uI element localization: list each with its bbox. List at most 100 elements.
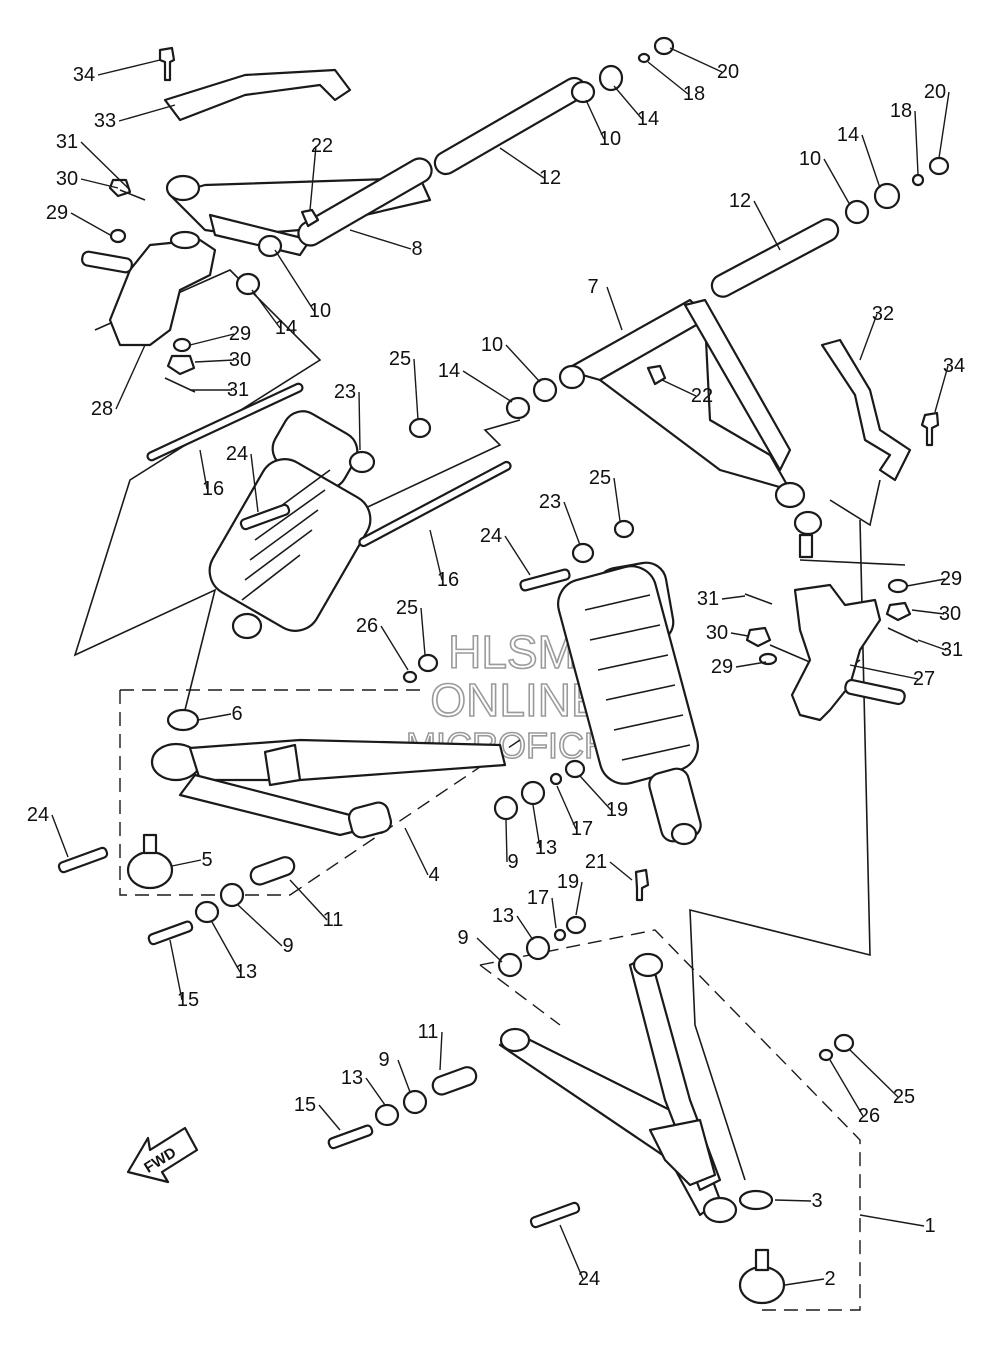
upper-left-arm-lower-link <box>208 213 312 257</box>
ball-joint-5 <box>126 850 174 890</box>
callout-leader-8 <box>349 229 412 250</box>
callout-label-16: 16 <box>202 478 224 500</box>
bushing-10a <box>570 80 596 104</box>
callout-leader-23 <box>563 501 581 546</box>
callout-leader-18 <box>914 110 919 175</box>
arm1-shock-mount <box>648 1118 717 1187</box>
callout-label-15: 15 <box>294 1094 316 1116</box>
bushing-10c <box>844 199 870 225</box>
callout-label-14: 14 <box>837 124 859 146</box>
callout-leader-31 <box>721 595 746 600</box>
front-shock-right <box>519 519 702 846</box>
nut-19a <box>564 759 586 779</box>
nut-20b <box>928 156 950 176</box>
collar-11a <box>249 856 296 886</box>
upper-right-arm-rear-tube <box>683 298 792 472</box>
callout-label-13: 13 <box>535 837 557 859</box>
callout-label-14: 14 <box>275 317 297 339</box>
callout-label-10: 10 <box>799 148 821 170</box>
arm1-hardware <box>327 915 587 1150</box>
upper-left-a-arm <box>165 157 433 257</box>
seal-14c <box>873 182 901 210</box>
arm1-front-bushing-boss <box>499 1027 531 1053</box>
callout-label-26: 26 <box>858 1105 880 1127</box>
callout-label-19: 19 <box>606 799 628 821</box>
callout-label-34: 34 <box>73 64 95 86</box>
callout-label-30: 30 <box>706 622 728 644</box>
callout-leader-24 <box>51 814 69 858</box>
washer-26a <box>402 670 418 684</box>
callout-label-8: 8 <box>411 238 422 260</box>
callout-label-20: 20 <box>924 81 946 103</box>
callout-labels: 3433313029221281014293031282018141020181… <box>27 61 965 1290</box>
left-spindle <box>81 250 133 274</box>
upper-left-ball-joint <box>165 174 201 202</box>
nut-19b <box>565 915 587 935</box>
callout-leader-30 <box>194 359 235 363</box>
callout-leaders <box>51 47 950 1286</box>
callout-label-28: 28 <box>91 398 113 420</box>
bolt-34a <box>158 46 176 82</box>
shock-right-upper-eye <box>571 542 595 564</box>
cotter-pins-right <box>744 593 919 643</box>
callout-leader-4 <box>404 827 429 876</box>
left-steering-knuckle <box>81 178 217 393</box>
callout-leader-13 <box>211 921 241 973</box>
callout-label-9: 9 <box>507 851 518 873</box>
callout-label-30: 30 <box>939 603 961 625</box>
callout-leader-30 <box>730 632 749 637</box>
callout-label-29: 29 <box>229 323 251 345</box>
callout-label-13: 13 <box>235 961 257 983</box>
seal-13a <box>520 780 546 806</box>
callout-leader-18 <box>647 61 689 95</box>
callout-leader-31 <box>80 141 131 191</box>
washer-29b <box>172 337 192 353</box>
arm4-rear-bushing-boss <box>347 801 393 839</box>
shock-left-coils <box>241 469 331 601</box>
arm1-ball-joint-boss <box>702 1196 738 1224</box>
arm4-front-tube <box>188 738 507 782</box>
callout-label-27: 27 <box>913 668 935 690</box>
bolt-24c <box>57 846 109 874</box>
callout-leader-10 <box>585 99 605 140</box>
lower-a-arm-assembly-1 <box>498 868 855 1305</box>
bushing-9b <box>219 882 245 908</box>
front-shock-left <box>208 410 432 640</box>
callout-label-6: 6 <box>231 703 242 725</box>
callout-leader-20 <box>938 91 950 159</box>
callout-leader-6 <box>197 713 232 721</box>
callout-label-11: 11 <box>418 1021 439 1043</box>
seal-13d <box>374 1103 400 1127</box>
washer-17b <box>553 928 567 942</box>
callout-label-29: 29 <box>940 568 962 590</box>
callout-leader-14 <box>462 370 513 403</box>
callout-leader-29 <box>70 212 113 237</box>
callout-leader-10 <box>823 158 851 206</box>
callout-label-25: 25 <box>893 1086 915 1108</box>
callout-label-14: 14 <box>637 108 659 130</box>
callout-leader-14 <box>251 289 281 329</box>
washer-18a <box>637 52 651 64</box>
grease-fitting-21 <box>634 868 650 902</box>
callout-label-31: 31 <box>56 131 78 153</box>
callout-leader-23 <box>358 391 361 451</box>
pivot-shaft-upper-left <box>433 76 587 176</box>
callout-leader-10 <box>274 249 315 312</box>
ball-joint-2 <box>738 1265 786 1305</box>
callout-label-24: 24 <box>480 525 502 547</box>
callout-leader-16 <box>429 529 443 581</box>
callout-leader-12 <box>753 200 781 251</box>
bolt-15b <box>327 1124 374 1150</box>
nut-25d <box>833 1033 855 1053</box>
callout-leader-29 <box>189 333 235 346</box>
seal-13b <box>194 900 220 924</box>
lower-arm-box-edge <box>479 964 561 1026</box>
seal-14d <box>505 396 531 420</box>
callout-leader-11 <box>289 879 328 921</box>
callout-label-24: 24 <box>578 1268 600 1290</box>
callout-label-30: 30 <box>56 168 78 190</box>
callout-label-31: 31 <box>227 379 249 401</box>
washer-29c <box>887 578 909 594</box>
ball-joint-5-stud <box>142 833 158 855</box>
callout-label-32: 32 <box>872 303 894 325</box>
